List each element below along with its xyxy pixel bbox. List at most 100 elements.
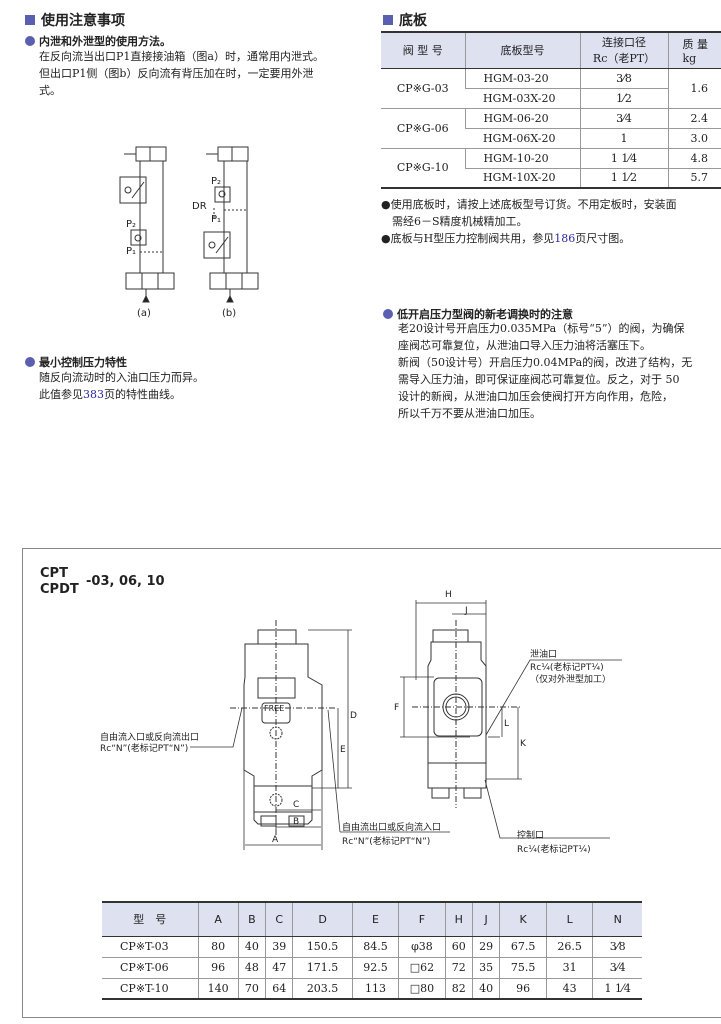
side-view [412,620,520,808]
circuit-b [203,146,259,303]
plate-cell: HGM-10X-20 [465,167,580,188]
dim-cell: 31 [545,956,593,978]
port-cell: 1 1⁄2 [579,167,668,188]
col-header: C [265,902,293,937]
svg-text:K: K [520,739,527,749]
section-heading-precautions: 使用注意事项 [25,10,125,30]
note2-line: 此值参见383页的特性曲线。 [39,386,204,403]
dim-cell: 75.5 [499,956,547,978]
valve-cell: CP※G-06 [381,107,465,148]
dim-cell: 26.5 [545,935,593,957]
svg-text:Rc“N”(老标记PT“N”): Rc“N”(老标记PT“N”) [100,742,188,754]
svg-text:(b): (b) [222,308,236,319]
note2-line: 随反向流动时的入油口压力而异。 [39,371,204,384]
dim-cell: 140 [197,977,239,999]
body-line: 老20设计号开启压力0.035MPa（标号“5”）的阀，为确保 [398,322,685,335]
square-bullet-icon [25,15,35,25]
svg-text:Rc“N”(老标记PT“N”): Rc“N”(老标记PT“N”) [342,835,430,847]
note1-line: 式。 [39,84,61,97]
square-bullet-icon [383,15,393,25]
note1-line: 但出口P1侧（图b）反向流有背压加在时，一定要用外泄 [39,67,314,80]
col-header: A [197,902,239,937]
circuit-a [119,146,175,302]
col-header: J [471,902,500,937]
dim-cell: 203.5 [292,977,353,999]
mass-cell: 2.4 [667,107,721,128]
svg-text:P₁: P₁ [126,246,136,257]
text: 质 量 [682,37,709,51]
dim-cell: 67.5 [499,935,547,957]
svg-text:自由流入口或反向流出口: 自由流入口或反向流出口 [100,731,199,743]
col-header: 底板型号 [464,32,580,69]
svg-text:泄油口: 泄油口 [530,648,557,660]
svg-text:(a): (a) [137,308,151,319]
svg-text:P₂: P₂ [126,219,136,230]
section-heading-subplate: 底板 [383,10,427,30]
text: 页的特性曲线。 [104,388,181,401]
dim-cell: 3⁄8 [592,935,642,957]
dim-cell: 70 [237,977,266,999]
page-link-383[interactable]: 383 [83,388,104,401]
svg-text:（仅对外泄型加工）: （仅对外泄型加工） [530,673,611,685]
col-header: 阀 型 号 [381,32,465,69]
body-line: 需导入压力油，即可保证座阀芯可靠复位。反之，对于 50 [398,373,680,386]
dim-cell: 40 [471,977,500,999]
dim-cell: 1 1⁄4 [592,977,642,999]
dim-cell: 72 [444,956,473,978]
plate-cell: HGM-06-20 [464,107,580,128]
model-cpt: CPT [40,566,68,581]
page-link-186[interactable]: 186 [554,232,576,245]
col-header: N [592,902,642,937]
bullet-icon [383,309,393,319]
port-cell: 3⁄8 [579,67,668,88]
plate-cell: HGM-10-20 [464,147,580,168]
port-cell: 1 1⁄4 [579,147,668,168]
model-cell: CP※T-06 [102,956,198,978]
dim-cell: 96 [499,977,547,999]
valve-cell: CP※G-10 [381,147,465,188]
dim-cell: 171.5 [292,956,353,978]
svg-text:DR: DR [192,201,207,212]
svg-text:H: H [445,590,452,600]
plate-cell: HGM-03X-20 [465,87,580,108]
svg-text:控制口: 控制口 [517,829,544,841]
dim-cell: □80 [398,977,446,999]
text: 此值参见 [39,388,83,401]
dim-cell: 64 [265,977,293,999]
bullet-icon [25,36,35,46]
hydraulic-schematic: P₂ P₁ (a) P₂ DR P₁ (b) [119,146,259,319]
model-cell: CP※T-10 [102,977,198,999]
mass-cell: 1.6 [667,67,721,108]
svg-text:P₂: P₂ [211,176,221,187]
col-header: K [499,902,547,937]
dim-cell: 48 [237,956,266,978]
svg-text:B: B [293,817,299,827]
port-cell: 3⁄4 [579,107,668,128]
dim-cell: 113 [351,977,399,999]
drawing-title: CPT CPDT [40,566,79,598]
body-line: 座阀芯可靠复位，从泄油口导入压力油将活塞压下。 [398,339,651,352]
dim-cell: 3⁄4 [592,956,642,978]
note1-title: 内泄和外泄型的使用方法。 [25,33,171,49]
note2-title: 最小控制压力特性 [25,354,127,370]
note2-title-text: 最小控制压力特性 [39,356,127,369]
body-line: 设计的新阀，从泄油口加压会使阀打开方向作用，危险， [398,390,673,403]
note1-line: 在反向流当出口P1直接接油箱（图a）时，通常用内泄式。 [39,50,324,63]
svg-text:L: L [504,719,509,729]
section2-title-text: 低开启压力型阀的新老调换时的注意 [397,308,573,321]
text: 连接口径 [602,36,646,50]
heading-text: 底板 [399,13,427,29]
mass-cell: 5.7 [667,167,721,188]
dim-cell: 80 [197,935,239,957]
dim-cell: 96 [197,956,239,978]
dim-cell: 92.5 [351,956,399,978]
